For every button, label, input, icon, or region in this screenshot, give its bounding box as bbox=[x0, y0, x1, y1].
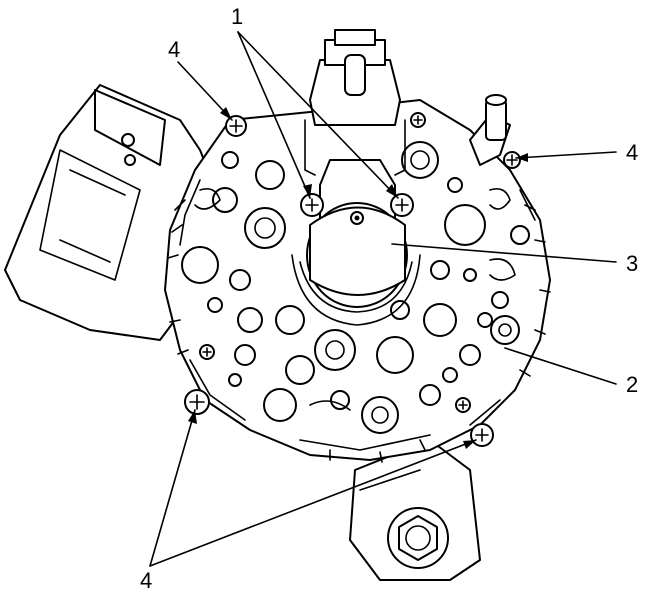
ventilation-holes bbox=[181, 141, 530, 434]
screw-misc-right bbox=[455, 397, 471, 413]
callout-label-4-top-right: 4 bbox=[626, 140, 638, 165]
leader-callout-4-top-left bbox=[177, 61, 233, 121]
callout-label-2: 2 bbox=[626, 372, 638, 397]
brush-holder-cover bbox=[291, 159, 421, 326]
connector-housing bbox=[304, 29, 406, 176]
callout-label-4-bottom: 4 bbox=[140, 568, 152, 593]
screw-cover-bottom-left bbox=[184, 389, 210, 415]
lower-mounting-lug bbox=[349, 439, 481, 581]
leader-callout-3 bbox=[391, 243, 617, 263]
battery-terminal-post bbox=[469, 94, 511, 166]
leader-callout-4-bottom bbox=[149, 409, 477, 567]
leader-lines bbox=[149, 31, 617, 567]
screw-misc-left bbox=[199, 344, 215, 360]
screw-brush-holder-left bbox=[300, 193, 324, 217]
screw-cover-top-left bbox=[225, 115, 247, 137]
callout-label-4-top-left: 4 bbox=[168, 37, 180, 62]
leader-callout-1 bbox=[237, 31, 399, 199]
screw-brush-holder-right bbox=[390, 193, 414, 217]
leader-callout-2 bbox=[504, 347, 617, 385]
leader-callout-4-top-right bbox=[515, 151, 617, 162]
screw-cover-top-right bbox=[503, 151, 521, 169]
screws bbox=[184, 112, 521, 447]
callout-labels: 1 2 3 4 4 4 bbox=[140, 4, 638, 593]
screw-cover-bottom-right bbox=[470, 423, 494, 447]
callout-label-3: 3 bbox=[626, 251, 638, 276]
callout-label-1: 1 bbox=[231, 4, 243, 29]
screw-terminal-small bbox=[410, 112, 426, 128]
